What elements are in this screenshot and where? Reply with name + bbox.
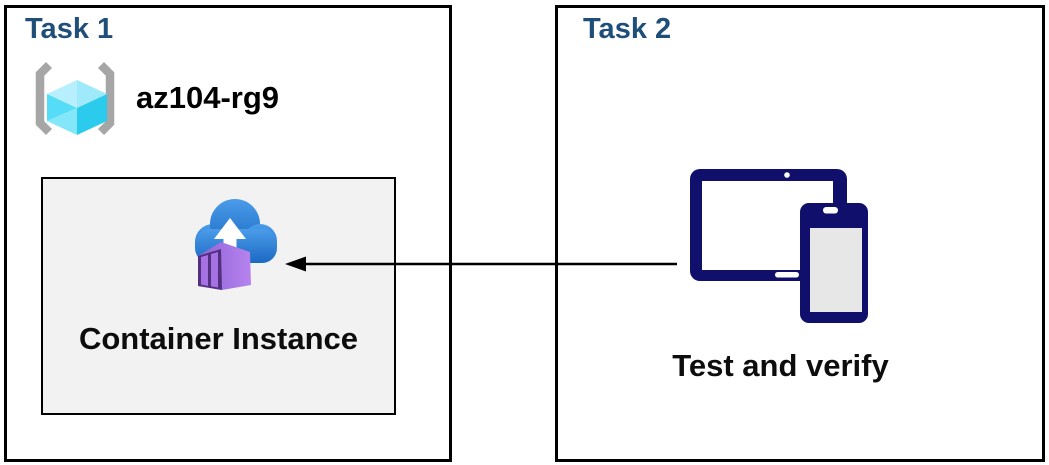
task2-title: Task 2 bbox=[583, 13, 672, 45]
container-box-icon bbox=[198, 242, 251, 290]
phone-icon bbox=[800, 203, 868, 323]
resource-group: az104-rg9 bbox=[30, 58, 279, 138]
container-instance-icon bbox=[195, 199, 277, 290]
task1-panel: Task 1 az104-rg9 bbox=[4, 5, 452, 462]
task1-title: Task 1 bbox=[25, 13, 114, 45]
resource-group-name: az104-rg9 bbox=[136, 80, 280, 115]
devices-icon bbox=[690, 169, 868, 323]
test-and-verify-label: Test and verify bbox=[672, 348, 889, 383]
container-instance-box: Container Instance bbox=[41, 177, 396, 415]
resource-group-icon bbox=[35, 61, 115, 136]
task2-panel: Task 2 Test and verify bbox=[555, 5, 1045, 462]
container-instance-label: Container Instance bbox=[78, 321, 359, 356]
